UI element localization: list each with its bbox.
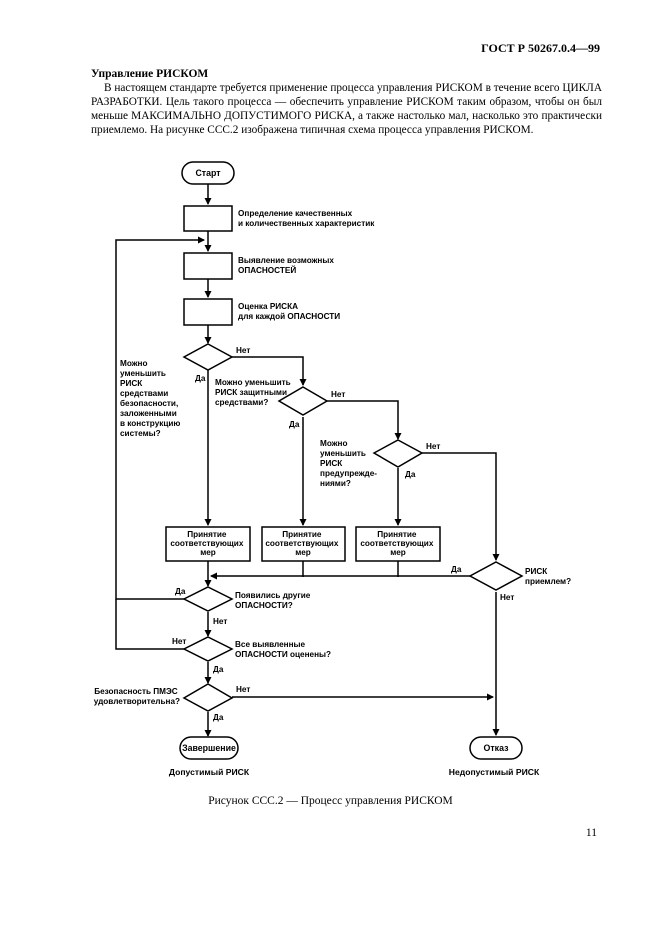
no-label-warnings: Нет <box>426 442 440 451</box>
start-terminal <box>181 161 235 185</box>
text-line: в конструкцию <box>120 419 180 428</box>
text-line: уменьшить <box>120 369 166 378</box>
step-identify-hazards <box>183 252 233 280</box>
text-line: РИСК <box>320 459 343 468</box>
question-safety-text: Безопасность ПМЭС удовлетворительна? <box>94 687 180 706</box>
decision-acceptable <box>468 561 524 591</box>
text-line: мер <box>200 548 216 557</box>
step-estimate-risk <box>183 298 233 326</box>
step3-text: Оценка РИСКА для каждой ОПАСНОСТИ <box>238 302 340 321</box>
text-line: Безопасность ПМЭС <box>94 687 178 696</box>
text-line: системы? <box>120 429 161 438</box>
text-line: мер <box>390 548 406 557</box>
text-line: Можно <box>320 439 347 448</box>
text-line: ОПАСНОСТЕЙ <box>238 264 296 275</box>
text-line: и количественных характеристик <box>238 219 375 228</box>
text-line: Оценка РИСКА <box>238 302 298 311</box>
decision-all-evaluated <box>182 636 234 662</box>
text-line: приемлем? <box>525 577 571 586</box>
question-all-evaluated-text: Все выявленные ОПАСНОСТИ оценены? <box>235 640 331 659</box>
text-line: для каждой ОПАСНОСТИ <box>238 312 340 321</box>
text-line: соответствующих <box>170 539 244 548</box>
text-line: удовлетворительна? <box>94 697 180 706</box>
section-title: Управление РИСКОМ <box>91 68 209 80</box>
no-label-all-evaluated: Нет <box>172 637 186 646</box>
decision-new-hazards <box>182 586 234 612</box>
yes-label-warnings: Да <box>405 470 416 479</box>
measures-1-text: Принятие соответствующих мер <box>170 530 245 557</box>
reject-label: Отказ <box>484 743 510 753</box>
yes-label-all-evaluated: Да <box>213 665 224 674</box>
decision-design <box>182 343 234 371</box>
measures-3-text: Принятие соответствующих мер <box>360 530 435 557</box>
question-design-text: Можно уменьшить РИСК средствами безопасн… <box>120 359 183 438</box>
step2-text: Выявление возможных ОПАСНОСТЕЙ <box>238 256 336 275</box>
measures-2-text: Принятие соответствующих мер <box>265 530 340 557</box>
text-line: средствами <box>120 389 168 398</box>
question-new-hazards-text: Появились другие ОПАСНОСТИ? <box>235 591 313 610</box>
text-line: ниями? <box>320 479 351 488</box>
figure-caption: Рисунок ССС.2 — Процесс управления РИСКО… <box>208 795 453 807</box>
text-line: безопасности, <box>120 398 178 408</box>
decision-safety <box>182 683 234 712</box>
text-line: уменьшить <box>320 449 366 458</box>
text-line: соответствующих <box>360 539 434 548</box>
text-line: РИСК <box>120 379 143 388</box>
no-label-safety: Нет <box>236 685 250 694</box>
text-line: заложенными <box>120 409 177 418</box>
flow-line <box>115 236 205 600</box>
question-acceptable-text: РИСК приемлем? <box>525 567 571 586</box>
yes-label-acceptable: Да <box>451 565 462 574</box>
text-line: РИСК защитными <box>215 388 287 397</box>
no-label-new-hazards: Нет <box>213 617 227 626</box>
document-header: ГОСТ Р 50267.0.4—99 <box>481 41 600 55</box>
text-line: Определение качественных <box>238 209 353 218</box>
measures-box-2 <box>261 526 346 562</box>
yes-label-protective: Да <box>289 420 300 429</box>
text-line: Принятие <box>282 530 322 539</box>
step-characteristics <box>183 205 233 232</box>
text-line: РИСК <box>525 567 548 576</box>
text-line: ОПАСНОСТИ? <box>235 601 293 610</box>
flow-line <box>115 599 184 650</box>
decision-warnings <box>372 439 424 468</box>
text-line: Принятие <box>187 530 227 539</box>
end-terminal <box>179 736 239 760</box>
risk-management-flowchart: Старт Завершение Отказ Допустимый РИСК Н… <box>94 161 571 777</box>
decision-protective <box>277 386 329 416</box>
intro-paragraph: В настоящем стандарте требуется применен… <box>91 82 602 136</box>
yes-label-safety: Да <box>213 713 224 722</box>
text-line: ОПАСНОСТИ оценены? <box>235 650 331 659</box>
text-line: Все выявленные <box>235 640 306 649</box>
no-label-design: Нет <box>236 346 250 355</box>
acceptable-risk-label: Допустимый РИСК <box>169 767 250 777</box>
text-line: мер <box>295 548 311 557</box>
question-protective-text: Можно уменьшить РИСК защитными средствам… <box>215 378 293 407</box>
start-label: Старт <box>195 168 221 178</box>
text-line: средствами? <box>215 398 268 407</box>
page-number: 11 <box>585 827 597 839</box>
yes-label-design: Да <box>195 374 206 383</box>
text-line: предупрежде- <box>320 469 377 478</box>
unacceptable-risk-label: Недопустимый РИСК <box>449 767 540 777</box>
text-line: соответствующих <box>265 539 339 548</box>
text-line: Появились другие <box>235 591 311 600</box>
reject-terminal <box>469 736 523 760</box>
measures-box-3 <box>355 526 441 562</box>
flow-line <box>232 356 307 386</box>
question-warnings-text: Можно уменьшить РИСК предупрежде- ниями? <box>320 439 379 488</box>
text-line: Можно <box>120 359 147 368</box>
flow-line <box>422 452 500 561</box>
step1-text: Определение качественных и количественны… <box>238 209 375 228</box>
no-label-acceptable: Нет <box>500 593 514 602</box>
text-line: Выявление возможных <box>238 256 334 265</box>
end-label: Завершение <box>182 743 236 753</box>
text-line: Можно уменьшить <box>215 378 291 387</box>
measures-box-1 <box>165 526 251 562</box>
no-label-protective: Нет <box>331 390 345 399</box>
text-line: Принятие <box>377 530 417 539</box>
flow-line <box>327 400 402 440</box>
yes-label-new-hazards: Да <box>175 587 186 596</box>
